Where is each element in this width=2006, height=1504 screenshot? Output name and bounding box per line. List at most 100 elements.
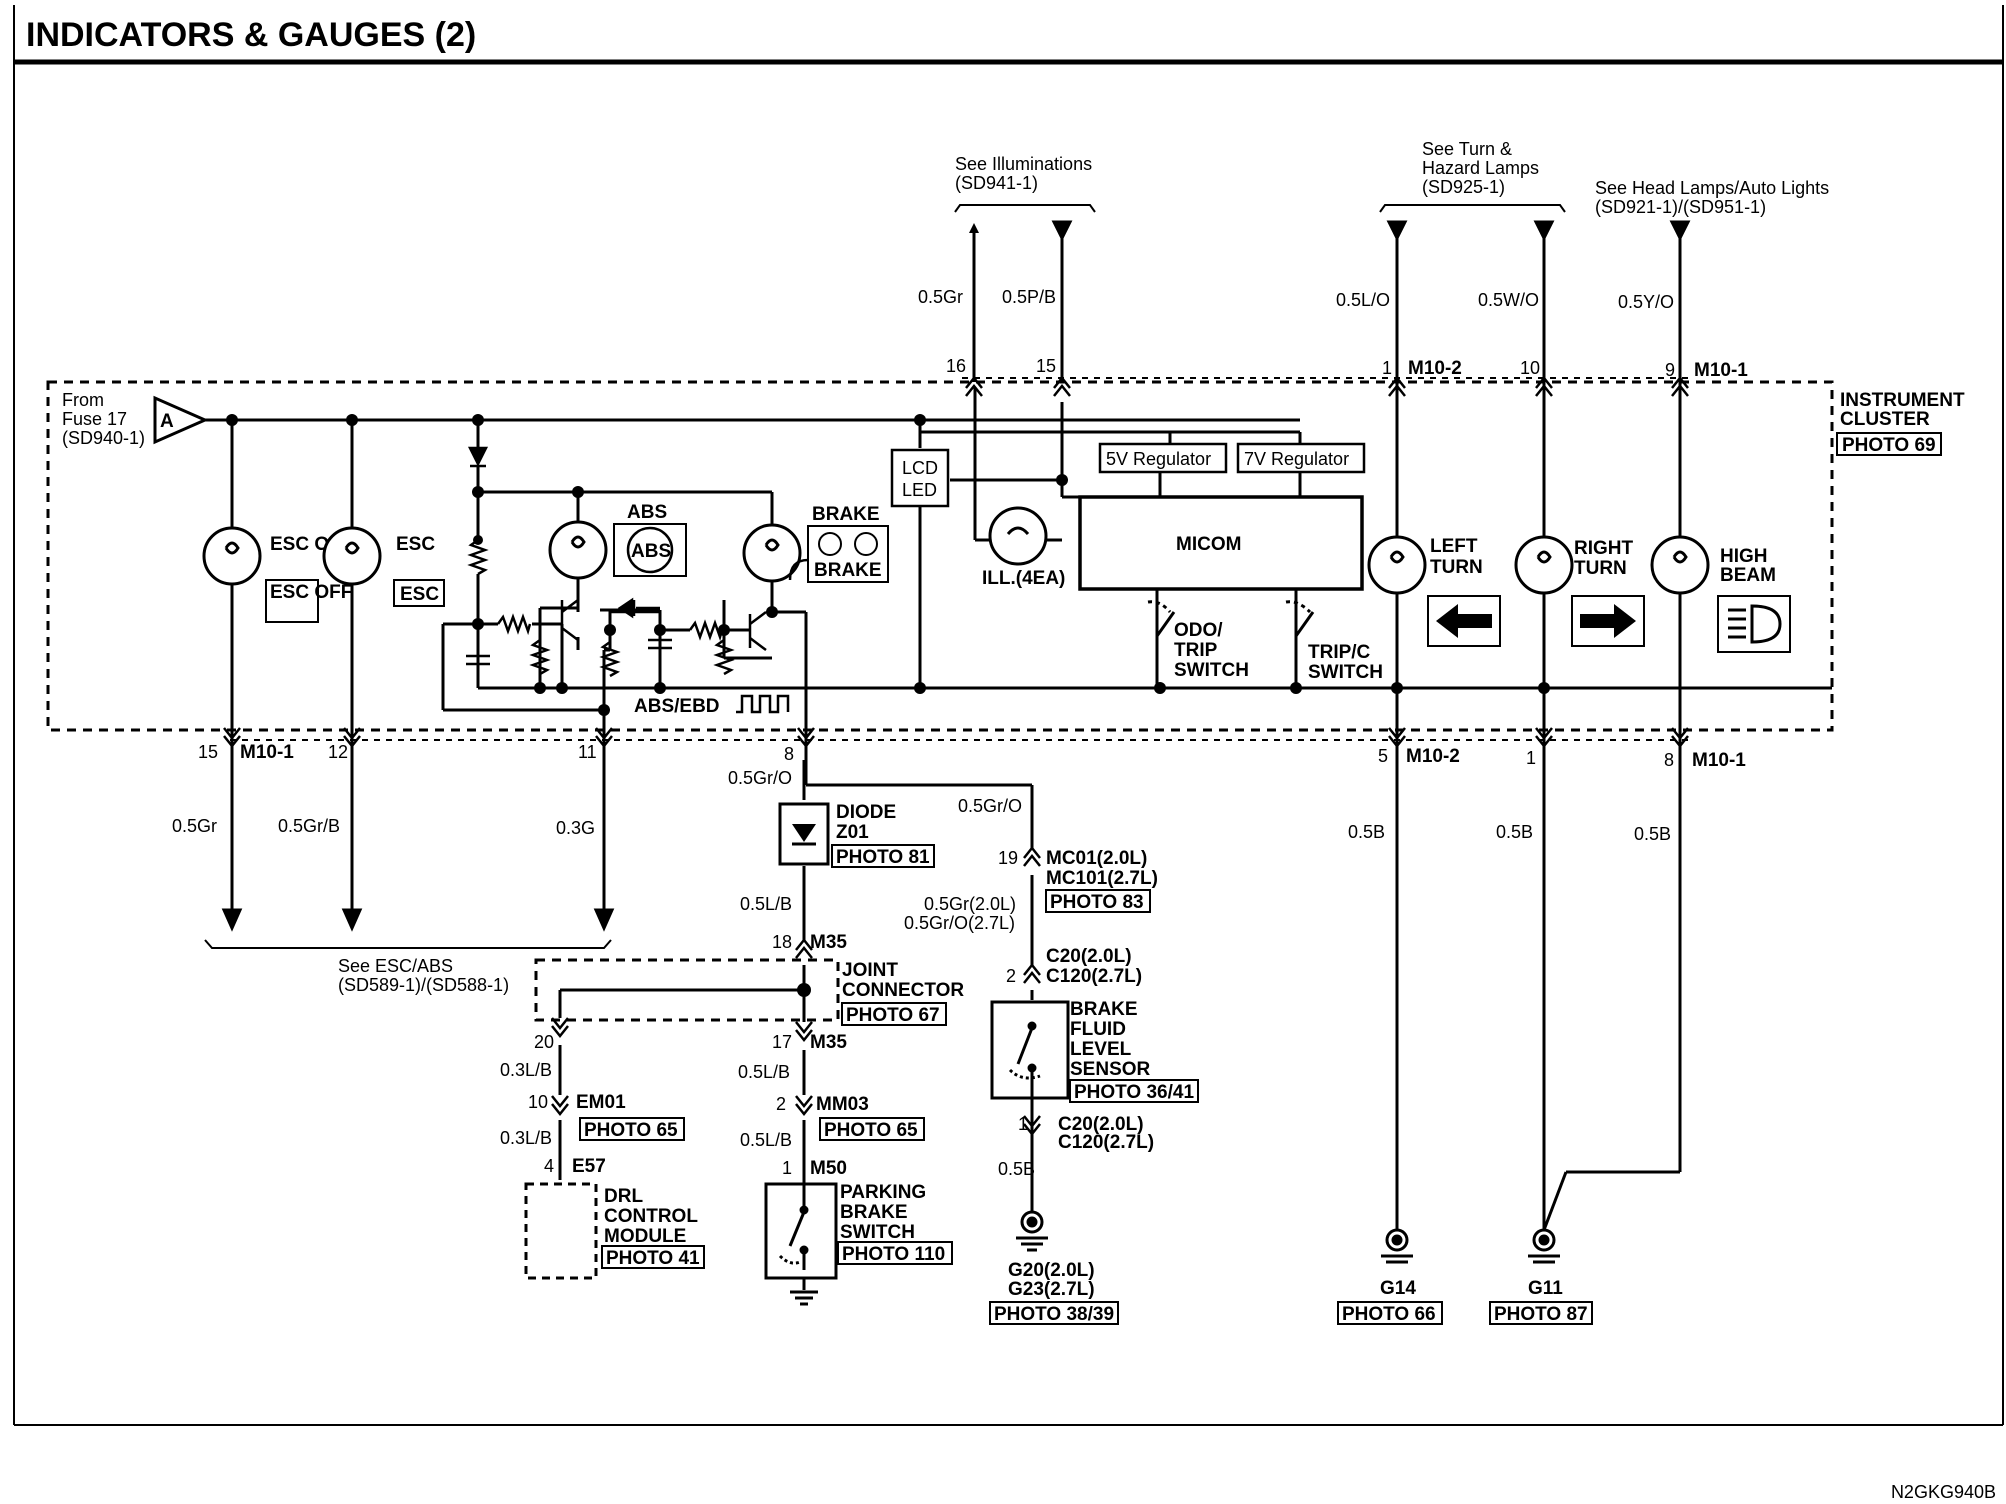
g20-photo-box <box>989 1301 1119 1325</box>
svg-text:0.5Gr: 0.5Gr <box>918 287 963 307</box>
arrow-in-lo <box>1386 220 1408 242</box>
em01-photo-box <box>579 1117 685 1141</box>
svg-text:19: 19 <box>998 848 1018 868</box>
connector-chevrons <box>223 375 1689 1137</box>
svg-text:1: 1 <box>782 1158 792 1178</box>
lamp-brake-label: BRAKE <box>812 504 880 525</box>
svg-text:0.5B: 0.5B <box>998 1159 1035 1179</box>
svg-text:M35: M35 <box>810 1032 847 1053</box>
svg-text:0.3L/B: 0.3L/B <box>500 1128 552 1148</box>
ref-turn-3: (SD925-1) <box>1422 177 1505 197</box>
cluster-photo: PHOTO 69 <box>1842 435 1936 456</box>
drl-label-1: DRL <box>604 1186 643 1207</box>
bfl-label-2: FLUID <box>1070 1019 1126 1040</box>
svg-text:0.5W/O: 0.5W/O <box>1478 290 1539 310</box>
svg-text:0.3L/B: 0.3L/B <box>500 1060 552 1080</box>
mc01-photo-box <box>1045 889 1151 913</box>
parking-photo: PHOTO 110 <box>842 1244 945 1265</box>
pin-labels: 16 15 1 M10-2 10 9 M10-1 15 M10-1 12 11 … <box>198 356 1748 1179</box>
svg-text:8: 8 <box>1664 750 1674 770</box>
drl-module-box <box>524 1182 598 1280</box>
diode-photo: PHOTO 81 <box>836 847 930 868</box>
micom-box <box>1078 495 1364 591</box>
ref-head-2: (SD921-1)/(SD951-1) <box>1595 197 1766 217</box>
regulator-7v-label: 7V Regulator <box>1244 449 1349 469</box>
parking-brake-ground-icon <box>790 1290 818 1306</box>
abs-ebd-label: ABS/EBD <box>634 696 720 717</box>
esc-symbol-box <box>393 579 445 607</box>
odo-label-3: SWITCH <box>1174 660 1249 681</box>
drl-photo: PHOTO 41 <box>606 1248 700 1269</box>
svg-text:1: 1 <box>1526 748 1536 768</box>
parking-label-3: SWITCH <box>840 1222 915 1243</box>
mm03-photo-box <box>819 1117 925 1141</box>
arrow-in-pb <box>1051 220 1073 242</box>
connector-a-label: A <box>160 411 174 432</box>
svg-text:12: 12 <box>328 742 348 762</box>
ground-g14-icon <box>1381 1228 1413 1264</box>
arrow-in-wo <box>1533 220 1555 242</box>
brake-symbol-box <box>807 525 889 583</box>
g23-label: G23(2.7L) <box>1008 1279 1095 1300</box>
ref-fuse-2: Fuse 17 <box>62 409 127 429</box>
lamp-right-label-2: TURN <box>1574 558 1627 579</box>
joint-connector-label-2: CONNECTOR <box>842 980 964 1001</box>
lamp-esc-label: ESC <box>396 534 435 555</box>
lamp-abs <box>548 520 608 580</box>
brake-symbol-2 <box>854 532 878 556</box>
g20-label: G20(2.0L) <box>1008 1260 1095 1281</box>
odo-label-1: ODO/ <box>1174 620 1223 641</box>
svg-text:0.5L/B: 0.5L/B <box>740 1130 792 1150</box>
svg-text:M10-2: M10-2 <box>1408 358 1462 379</box>
arrow-in-yo <box>1669 220 1691 242</box>
drl-label-2: CONTROL <box>604 1206 698 1227</box>
svg-text:EM01: EM01 <box>576 1092 626 1113</box>
ref-fuse-1: From <box>62 390 104 410</box>
diagram-code: N2GKG940B <box>1891 1482 1996 1502</box>
svg-text:15: 15 <box>198 742 218 762</box>
cluster-name-2: CLUSTER <box>1840 409 1930 430</box>
g14-label: G14 <box>1380 1278 1416 1299</box>
diode-label-2: Z01 <box>836 822 869 843</box>
arrow-down-abs <box>593 908 615 932</box>
parking-brake-switch-box <box>764 1182 838 1280</box>
svg-text:1: 1 <box>1382 358 1392 378</box>
svg-text:10: 10 <box>1520 358 1540 378</box>
diode-label-1: DIODE <box>836 802 896 823</box>
svg-text:0.5P/B: 0.5P/B <box>1002 287 1056 307</box>
brace-escabs <box>204 939 612 949</box>
parking-label-2: BRAKE <box>840 1202 908 1223</box>
svg-text:E57: E57 <box>572 1156 606 1177</box>
page-title: INDICATORS & GAUGES (2) <box>26 16 476 54</box>
tripc-label-1: TRIP/C <box>1308 642 1371 663</box>
svg-text:0.5Gr(2.0L): 0.5Gr(2.0L) <box>924 894 1016 914</box>
g11-label: G11 <box>1528 1278 1563 1299</box>
svg-text:M50: M50 <box>810 1158 847 1179</box>
svg-text:1: 1 <box>1018 1114 1028 1134</box>
svg-text:20: 20 <box>534 1032 554 1052</box>
joint-connector-label-1: JOINT <box>842 960 898 981</box>
esc-symbol: ESC <box>400 584 439 605</box>
bfl-label-3: LEVEL <box>1070 1039 1132 1060</box>
lamp-left-label-1: LEFT <box>1430 536 1478 557</box>
regulator-5v-label: 5V Regulator <box>1106 449 1211 469</box>
connector-a-symbol <box>153 395 209 445</box>
parking-brake-switch-symbol <box>778 1180 809 1270</box>
g14-photo-box <box>1337 1301 1443 1325</box>
svg-text:8: 8 <box>784 744 794 764</box>
ref-turn-1: See Turn & <box>1422 139 1512 159</box>
arrow-down-esc <box>341 908 363 932</box>
parking-label-1: PARKING <box>840 1182 926 1203</box>
lamp-right-label-1: RIGHT <box>1574 538 1634 559</box>
svg-text:M10-1: M10-1 <box>1694 360 1748 381</box>
svg-text:2: 2 <box>776 1094 786 1114</box>
cluster-name-1: INSTRUMENT <box>1840 390 1965 411</box>
ref-illum-2: (SD941-1) <box>955 173 1038 193</box>
svg-text:0.5Gr: 0.5Gr <box>172 816 217 836</box>
lamp-right-turn <box>1514 535 1574 595</box>
left-arrow-icon <box>1436 604 1492 638</box>
em01-photo: PHOTO 65 <box>584 1120 678 1141</box>
svg-text:C120(2.7L): C120(2.7L) <box>1046 966 1142 987</box>
svg-text:4: 4 <box>544 1156 554 1176</box>
